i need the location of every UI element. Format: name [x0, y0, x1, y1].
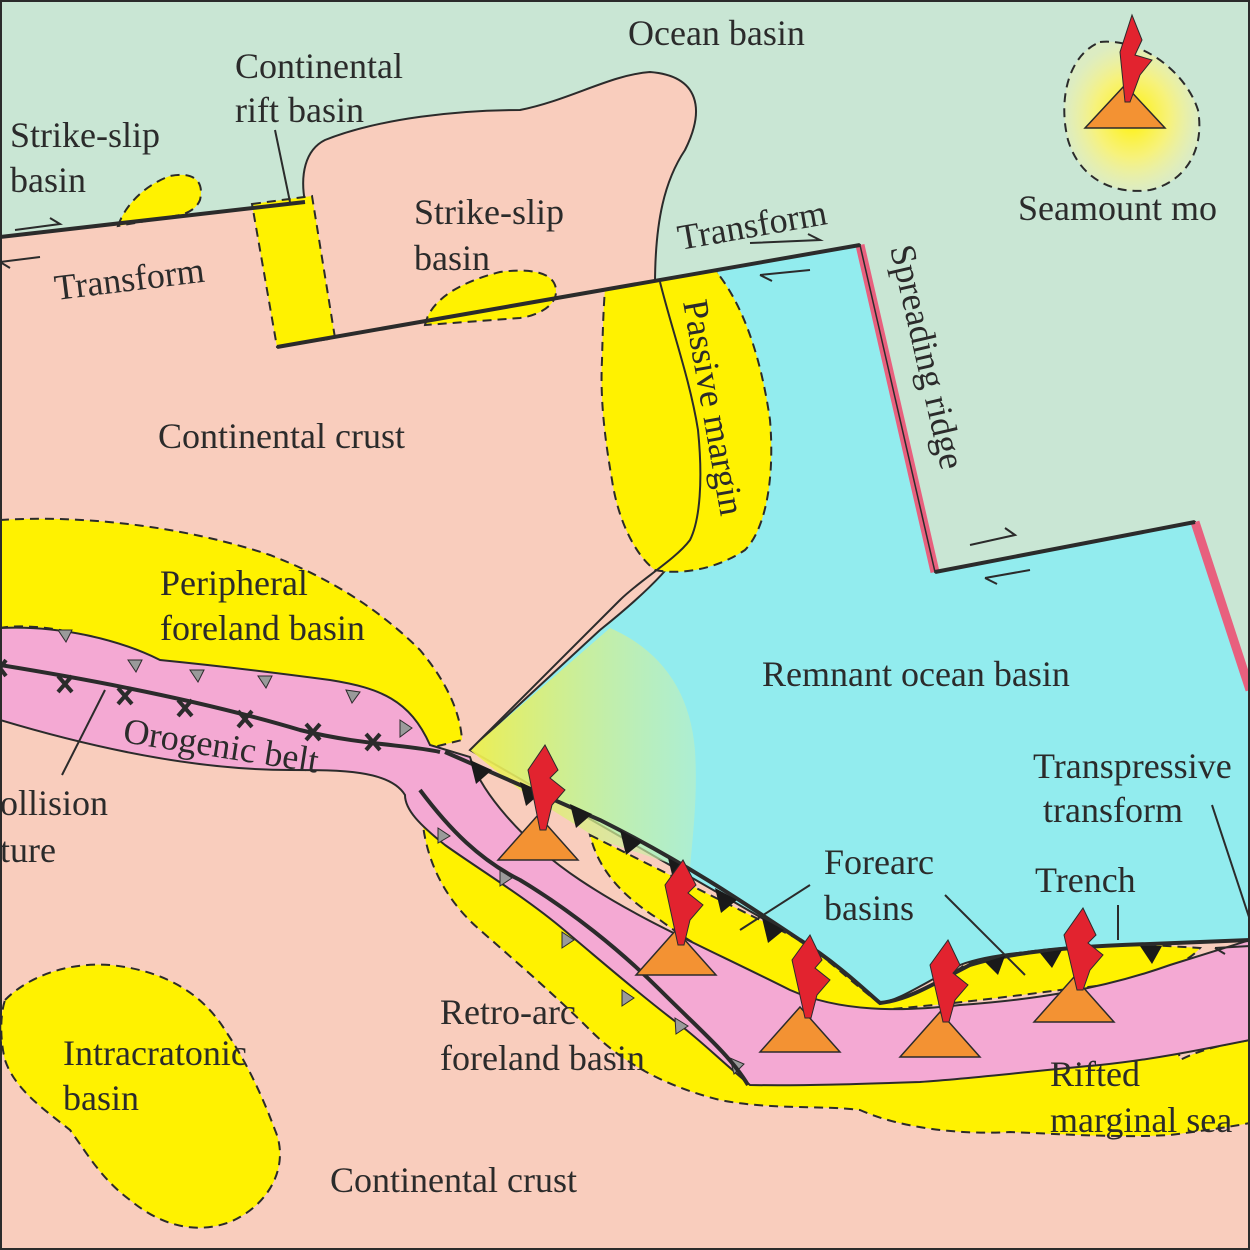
- label-continental-rift-2: rift basin: [235, 90, 364, 130]
- label-transpressive-2: transform: [1043, 790, 1183, 830]
- passive-margin-line: [469, 281, 702, 751]
- motion-arrows: [0, 217, 1250, 955]
- transpressive-leader: [1211, 804, 1250, 921]
- label-remnant-ocean: Remnant ocean basin: [762, 654, 1070, 694]
- label-collision-1: ollision: [0, 783, 108, 823]
- intracratonic-basin: [0, 963, 281, 1229]
- volcano-arc-1: [496, 744, 580, 861]
- label-intracratonic-1: Intracratonic: [63, 1033, 247, 1073]
- volcano-arc-2: [634, 859, 718, 976]
- suture-x-marks: [0, 658, 382, 752]
- label-retro-arc-2: foreland basin: [440, 1038, 645, 1078]
- label-peripheral-2: foreland basin: [160, 608, 365, 648]
- label-continental-rift-1: Continental: [235, 46, 403, 86]
- forearc-leader-1: [739, 884, 811, 931]
- thrust-teeth-grey: [57, 629, 745, 1075]
- transform-fault-lower: [934, 520, 1196, 574]
- spreading-ridge-upper-edge: [859, 244, 936, 573]
- volcano-arc-5: [1032, 907, 1116, 1023]
- label-intracratonic-2: basin: [63, 1078, 139, 1118]
- label-transpressive-1: Transpressive: [1033, 746, 1232, 786]
- orogenic-belt: [0, 626, 1250, 1087]
- strike-slip-basin-left: [116, 173, 202, 228]
- suture-leader: [61, 689, 106, 776]
- label-peripheral-1: Peripheral: [160, 563, 308, 603]
- label-rifted-2: marginal sea: [1050, 1100, 1232, 1140]
- label-forearc-2: basins: [824, 888, 914, 928]
- label-strike-slip-left-2: basin: [10, 160, 86, 200]
- retro-arc-thrust: [418, 788, 750, 1087]
- rift-leader: [274, 129, 291, 203]
- volcano-arc-3: [758, 934, 842, 1053]
- volcano-seamount: [1083, 13, 1167, 129]
- label-trench: Trench: [1035, 860, 1136, 900]
- forearc-leader-2: [944, 894, 1026, 976]
- label-continental-crust-bottom: Continental crust: [330, 1160, 577, 1200]
- label-strike-slip-mid-2: basin: [414, 238, 490, 278]
- spreading-ridge-lower: [1190, 520, 1250, 692]
- label-strike-slip-left-1: Strike-slip: [10, 115, 160, 155]
- label-strike-slip-mid-1: Strike-slip: [414, 192, 564, 232]
- label-continental-crust-top: Continental crust: [158, 416, 405, 456]
- strike-slip-basin-middle: [423, 269, 558, 327]
- label-ocean-basin: Ocean basin: [628, 13, 805, 53]
- label-seamount: Seamount mo: [1018, 188, 1217, 228]
- transform-fault-left: [0, 200, 306, 239]
- passive-margin-basin: [600, 268, 773, 573]
- remnant-ocean-fade: [470, 628, 696, 870]
- label-rifted-1: Rifted: [1050, 1054, 1140, 1094]
- label-collision-2: ture: [0, 830, 56, 870]
- continental-rift-basin: [250, 194, 337, 349]
- volcano-arc-4: [898, 939, 982, 1058]
- label-forearc-1: Forearc: [824, 842, 934, 882]
- label-retro-arc-1: Retro-arc: [440, 992, 576, 1032]
- trench-line: [444, 750, 1250, 1006]
- transform-fault-middle: [276, 243, 861, 349]
